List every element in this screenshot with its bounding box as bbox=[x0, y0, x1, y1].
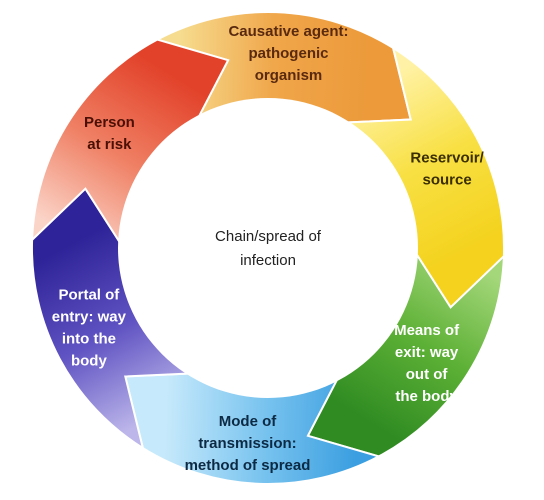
segment-label-line: source bbox=[422, 171, 471, 188]
segment-label-line: pathogenic bbox=[248, 45, 328, 62]
segment-label-line: organism bbox=[255, 67, 323, 84]
segment-label-line: Portal of bbox=[58, 287, 120, 304]
segment-label-causative-agent: Causative agent: pathogenic organism bbox=[228, 23, 348, 84]
segment-label-line: Person bbox=[84, 114, 135, 131]
segment-label-line: at risk bbox=[87, 136, 132, 153]
segment-label-line: into the bbox=[62, 331, 116, 348]
segment-label-reservoir: Reservoir/source bbox=[410, 149, 484, 188]
segment-label-line: out of bbox=[406, 366, 449, 383]
center-label-line: infection bbox=[240, 252, 296, 269]
segment-label-line: body bbox=[71, 353, 107, 370]
segment-label-line: the body bbox=[395, 388, 458, 405]
segment-label-line: Mode of bbox=[219, 413, 277, 430]
center-circle bbox=[118, 98, 418, 398]
segment-label-means-of-exit: Means of exit: way out of the body bbox=[394, 322, 460, 405]
segment-label-portal-of-entry: Portal of entry: way into the body bbox=[52, 287, 127, 370]
segment-label-person-at-risk: Person at risk bbox=[84, 114, 135, 153]
segment-label-line: exit: way bbox=[395, 344, 459, 361]
cycle-labels: Causative agent: pathogenic organismReserv… bbox=[52, 23, 485, 474]
segment-label-line: transmission: bbox=[198, 435, 296, 452]
center-label-line: Chain/spread of bbox=[215, 228, 322, 245]
segment-label-line: Reservoir/ bbox=[410, 149, 484, 166]
segment-label-line: entry: way bbox=[52, 309, 127, 326]
segment-label-line: method of spread bbox=[185, 457, 311, 474]
center-hub: Chain/spread of infection bbox=[118, 98, 418, 398]
center-label: Chain/spread of infection bbox=[215, 228, 322, 269]
segment-label-mode-of-transmission: Mode of transmission: method of spread bbox=[185, 413, 311, 474]
segment-label-line: Means of bbox=[394, 322, 460, 339]
segment-label-line: Causative agent: bbox=[228, 23, 348, 40]
